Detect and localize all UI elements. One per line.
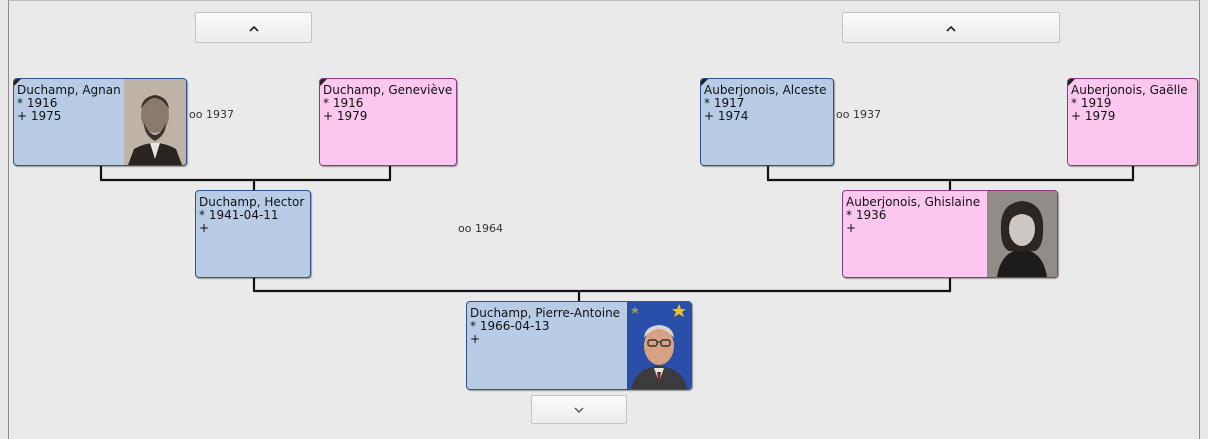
person-photo <box>627 302 691 389</box>
corner-marker-icon <box>320 79 327 86</box>
person-birth: * 1941-04-11 <box>199 208 279 222</box>
person-name: Auberjonois, Ghislaine <box>846 195 981 209</box>
marriage-label: oo 1964 <box>458 222 503 235</box>
corner-marker-icon <box>1068 79 1075 86</box>
person-card-gaelle-auberjonois[interactable]: Auberjonois, Gaëlle * 1919 + 1979 <box>1067 78 1198 166</box>
person-birth: * 1917 <box>704 96 745 110</box>
person-death: + <box>199 221 210 235</box>
marriage-label: oo 1937 <box>836 108 881 121</box>
navigate-down-button[interactable] <box>531 395 627 424</box>
person-card-agnan-duchamp[interactable]: Duchamp, Agnan * 1916 + 1975 <box>13 78 187 166</box>
chevron-up-icon <box>946 25 956 32</box>
chevron-up-icon <box>248 25 259 32</box>
person-death: + 1974 <box>704 109 749 123</box>
person-name: Duchamp, Agnan <box>17 83 121 97</box>
person-death: + 1979 <box>1071 109 1116 123</box>
marriage-label: oo 1937 <box>189 108 234 121</box>
person-card-hector-duchamp[interactable]: Duchamp, Hector * 1941-04-11 + <box>195 190 311 278</box>
corner-marker-icon <box>14 79 21 86</box>
person-death: + 1979 <box>323 109 368 123</box>
person-card-ghislaine-auberjonois[interactable]: Auberjonois, Ghislaine * 1936 + <box>842 190 1058 278</box>
navigate-up-father-button[interactable] <box>195 12 312 43</box>
person-birth: * 1916 <box>323 96 364 110</box>
person-photo <box>987 191 1057 277</box>
person-death: + 1975 <box>17 109 62 123</box>
navigate-up-mother-button[interactable] <box>842 12 1060 43</box>
corner-marker-icon <box>701 79 708 86</box>
person-name: Auberjonois, Alceste <box>704 83 827 97</box>
person-birth: * 1966-04-13 <box>470 319 550 333</box>
person-photo <box>124 79 186 165</box>
person-name: Duchamp, Pierre-Antoine <box>470 306 621 320</box>
person-death: + <box>470 332 481 346</box>
person-death: + <box>846 221 857 235</box>
chevron-down-icon <box>574 407 584 413</box>
person-card-pierre-antoine-duchamp[interactable]: Duchamp, Pierre-Antoine * 1966-04-13 + <box>466 301 692 390</box>
person-name: Duchamp, Geneviève <box>323 83 453 97</box>
person-birth: * 1936 <box>846 208 887 222</box>
person-name: Duchamp, Hector <box>199 195 305 209</box>
person-birth: * 1916 <box>17 96 58 110</box>
person-card-alceste-auberjonois[interactable]: Auberjonois, Alceste * 1917 + 1974 <box>700 78 834 166</box>
person-name: Auberjonois, Gaëlle <box>1071 83 1188 97</box>
person-birth: * 1919 <box>1071 96 1112 110</box>
person-card-genevieve-duchamp[interactable]: Duchamp, Geneviève * 1916 + 1979 <box>319 78 457 166</box>
